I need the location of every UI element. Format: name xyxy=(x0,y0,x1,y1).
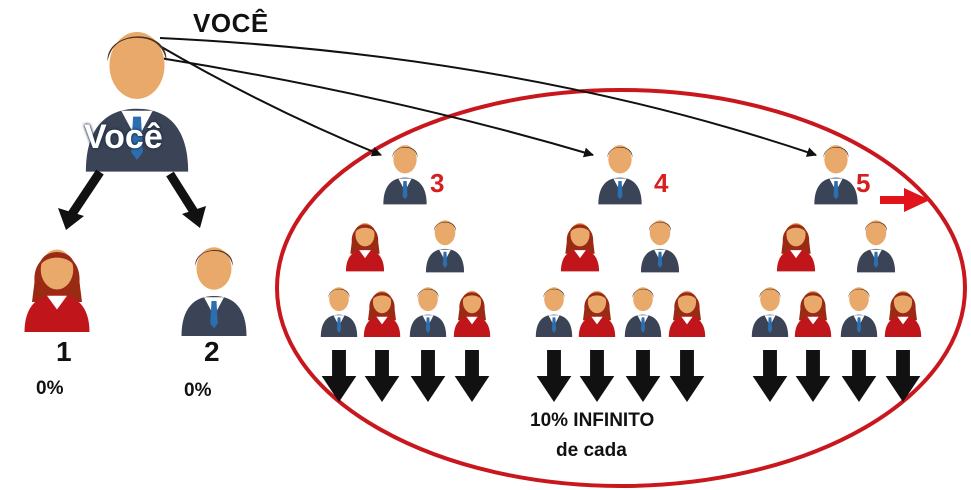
direct-female-icon xyxy=(24,249,90,332)
network-number-3: 3 xyxy=(430,168,445,198)
level3-male-icon xyxy=(840,287,878,337)
page-title: VOCÊ xyxy=(193,8,269,38)
level3-male-icon xyxy=(409,287,447,337)
down-arrow-icon xyxy=(752,350,788,402)
down-arrow-icon xyxy=(579,350,615,402)
down-arrow-icon xyxy=(410,350,446,402)
direct-number-2: 2 xyxy=(204,336,220,367)
direct-male-icon xyxy=(181,247,247,336)
connection-arrows xyxy=(157,37,817,158)
leader-male-icon xyxy=(814,145,858,205)
level3-female-icon xyxy=(363,290,401,337)
down-arrow-icon xyxy=(795,350,831,402)
direct-percent-2: 0% xyxy=(184,380,212,401)
level2-male-icon xyxy=(640,220,680,273)
down-arrow-icon xyxy=(454,350,490,402)
level2-female-icon xyxy=(345,222,385,272)
direct-arrows xyxy=(58,169,206,230)
level3-female-icon xyxy=(453,290,491,337)
level3-male-icon xyxy=(751,287,789,337)
network-group-4 xyxy=(535,145,706,402)
level3-female-icon xyxy=(668,290,706,337)
down-arrow-icon xyxy=(669,350,705,402)
note-line-2: de cada xyxy=(556,440,627,461)
network-group-3 xyxy=(320,145,491,402)
level3-female-icon xyxy=(578,290,616,337)
level2-male-icon xyxy=(425,220,465,273)
level3-male-icon xyxy=(320,287,358,337)
direct-percent-1: 0% xyxy=(36,378,64,399)
leader-male-icon xyxy=(598,145,642,205)
you-label: Você xyxy=(84,118,163,156)
level3-male-icon xyxy=(535,287,573,337)
network-group-5 xyxy=(751,145,922,402)
down-arrow-icon xyxy=(536,350,572,402)
level2-female-icon xyxy=(560,222,600,272)
leader-male-icon xyxy=(383,145,427,205)
note-line-1: 10% INFINITO xyxy=(530,410,655,431)
down-arrow-icon xyxy=(625,350,661,402)
level3-female-icon xyxy=(794,290,832,337)
network-number-4: 4 xyxy=(654,168,669,198)
level2-female-icon xyxy=(776,222,816,272)
direct-number-1: 1 xyxy=(56,336,72,367)
level2-male-icon xyxy=(856,220,896,273)
level3-female-icon xyxy=(884,290,922,337)
level3-male-icon xyxy=(624,287,662,337)
down-arrow-icon xyxy=(885,350,921,402)
network-ellipse xyxy=(275,88,967,488)
network-number-5: 5 xyxy=(856,168,871,198)
down-arrow-icon xyxy=(364,350,400,402)
red-arrow-icon xyxy=(880,188,930,212)
network-groups xyxy=(320,145,922,402)
down-arrow-icon xyxy=(841,350,877,402)
down-arrow-icon xyxy=(321,350,357,402)
